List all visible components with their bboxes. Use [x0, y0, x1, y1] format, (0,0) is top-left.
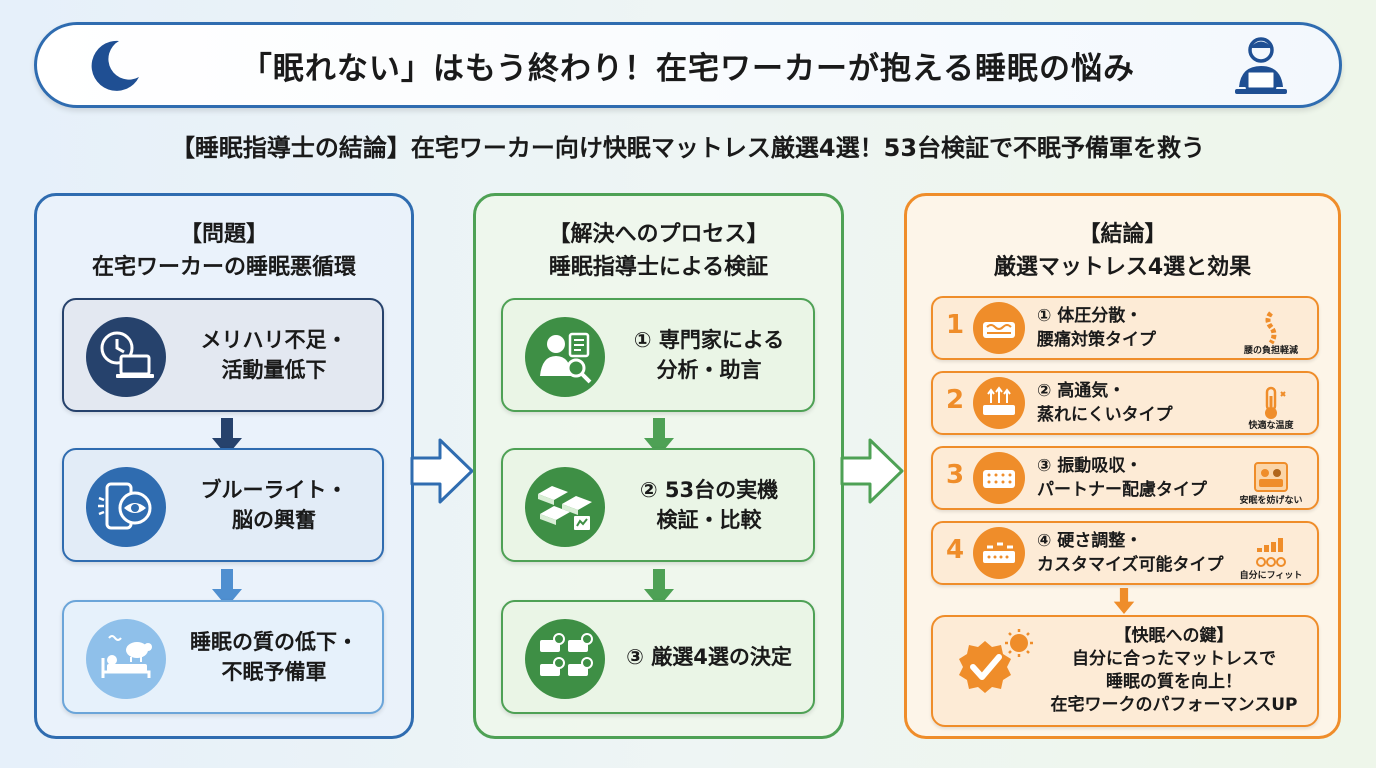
item-line2: 腰痛対策タイプ	[1037, 330, 1156, 350]
key-line2: 睡眠の質を向上！	[1106, 672, 1242, 692]
quilted-mattress-icon	[973, 452, 1025, 504]
mattress-item-3: 3 ③ 振動吸収・ パートナー配慮タイプ 安眠を妨げない	[931, 446, 1319, 510]
process-step-1: ① 専門家による 分析・助言	[501, 298, 815, 412]
item-caption: 腰の負担軽減	[1243, 346, 1298, 356]
problem-step-1-line1: メリハリ不足・	[200, 328, 348, 352]
sleeping-couple-icon	[1254, 462, 1288, 492]
process-step-2: ② 53台の実機 検証・比較	[501, 448, 815, 562]
firmness-level-icon	[1256, 538, 1286, 567]
problem-tag: 【問題】	[179, 222, 268, 247]
process-tag: 【解決へのプロセス】	[548, 222, 769, 247]
mattress-item-2: 2 ② 高通気・ 蒸れにくいタイプ 快適な温度	[931, 371, 1319, 435]
item-line2: カスタマイズ可能タイプ	[1037, 555, 1224, 575]
thermometer-icon	[1265, 386, 1286, 419]
item-number: 1	[945, 310, 965, 340]
item-caption: 快適な温度	[1248, 421, 1294, 431]
item-line1: ① 体圧分散・	[1037, 306, 1143, 326]
key-tag: 【快眠への鍵】	[1114, 626, 1234, 646]
badge-check-sun-icon	[959, 629, 1033, 693]
arrow-down-icon	[644, 418, 674, 456]
sleep-key-box: 【快眠への鍵】 自分に合ったマットレスで 睡眠の質を向上！ 在宅ワークのパフォー…	[931, 615, 1319, 727]
arrow-right-icon	[410, 438, 474, 504]
conclusion-panel: 【結論】 厳選マットレス4選と効果 1 ① 体圧分散・ 腰痛対策タイプ 腰の負担…	[904, 193, 1341, 739]
sleepless-bed-sheep-icon	[86, 619, 166, 699]
subtitle: 【睡眠指導士の結論】在宅ワーカー向け快眠マットレス厳選4選！53台検証で不眠予備…	[170, 134, 1206, 162]
smartphone-eye-icon	[86, 467, 166, 547]
problem-step-2-line2: 脳の興奮	[232, 508, 316, 532]
key-line3: 在宅ワークのパフォーマンスUP	[1050, 695, 1298, 715]
mattress-testing-icon	[525, 467, 605, 547]
problem-panel: 【問題】 在宅ワーカーの睡眠悪循環 メリハリ不足・ 活動量低下	[34, 193, 414, 739]
problem-step-3: 睡眠の質の低下・ 不眠予備軍	[62, 600, 384, 714]
process-step-3: ③ 厳選4選の決定	[501, 600, 815, 714]
process-panel: 【解決へのプロセス】 睡眠指導士による検証 ① 専門家による 分析・助言	[473, 193, 844, 739]
page-title: 「眠れない」はもう終わり！在宅ワーカーが抱える睡眠の悩み	[240, 50, 1136, 87]
header-banner: 「眠れない」はもう終わり！在宅ワーカーが抱える睡眠の悩み	[34, 22, 1342, 108]
process-step-3-line1: ③ 厳選4選の決定	[626, 645, 792, 669]
process-title: 睡眠指導士による検証	[548, 255, 769, 280]
process-step-1-line1: ① 専門家による	[633, 328, 785, 352]
conclusion-title: 厳選マットレス4選と効果	[993, 255, 1252, 280]
conclusion-heading: 【結論】 厳選マットレス4選と効果	[907, 218, 1338, 284]
problem-step-3-line2: 不眠予備軍	[221, 660, 327, 684]
mattress-item-1: 1 ① 体圧分散・ 腰痛対策タイプ 腰の負担軽減	[931, 296, 1319, 360]
problem-step-2-line1: ブルーライト・	[200, 478, 348, 502]
selected-mattresses-icon	[525, 619, 605, 699]
item-number: 2	[945, 385, 965, 415]
spine-icon	[1265, 311, 1277, 345]
adjustable-mattress-icon	[973, 527, 1025, 579]
item-number: 4	[945, 535, 965, 565]
arrow-right-icon	[840, 438, 904, 504]
process-step-1-line2: 分析・助言	[656, 358, 762, 382]
clock-laptop-icon	[86, 317, 166, 397]
pressure-mattress-icon	[973, 302, 1025, 354]
mattress-item-4: 4 ④ 硬さ調整・ カスタマイズ可能タイプ 自分にフィット	[931, 521, 1319, 585]
conclusion-tag: 【結論】	[1078, 222, 1167, 247]
item-line1: ④ 硬さ調整・	[1037, 531, 1143, 551]
problem-step-1-line2: 活動量低下	[221, 358, 327, 382]
arrow-down-icon	[1113, 588, 1135, 614]
problem-title: 在宅ワーカーの睡眠悪循環	[91, 255, 356, 280]
problem-heading: 【問題】 在宅ワーカーの睡眠悪循環	[37, 218, 411, 284]
moon-icon	[91, 40, 139, 91]
key-line1: 自分に合ったマットレスで	[1072, 649, 1276, 669]
problem-step-2: ブルーライト・ 脳の興奮	[62, 448, 384, 562]
process-heading: 【解決へのプロセス】 睡眠指導士による検証	[476, 218, 841, 284]
item-caption: 自分にフィット	[1239, 571, 1303, 581]
item-line1: ② 高通気・	[1037, 381, 1126, 401]
item-number: 3	[945, 460, 965, 490]
process-step-2-line2: 検証・比較	[656, 508, 762, 532]
item-caption: 安眠を妨げない	[1239, 496, 1303, 506]
expert-analysis-icon	[525, 317, 605, 397]
item-line1: ③ 振動吸収・	[1037, 456, 1143, 476]
laptop-worker-icon	[1235, 37, 1287, 94]
problem-step-1: メリハリ不足・ 活動量低下	[62, 298, 384, 412]
problem-step-3-line1: 睡眠の質の低下・	[190, 630, 358, 654]
airflow-mattress-icon	[973, 377, 1025, 429]
item-line2: パートナー配慮タイプ	[1037, 480, 1207, 500]
item-line2: 蒸れにくいタイプ	[1037, 405, 1173, 425]
arrow-down-icon	[212, 569, 242, 607]
arrow-down-icon	[212, 418, 242, 456]
arrow-down-icon	[644, 569, 674, 607]
process-step-2-line1: ② 53台の実機	[639, 478, 779, 502]
